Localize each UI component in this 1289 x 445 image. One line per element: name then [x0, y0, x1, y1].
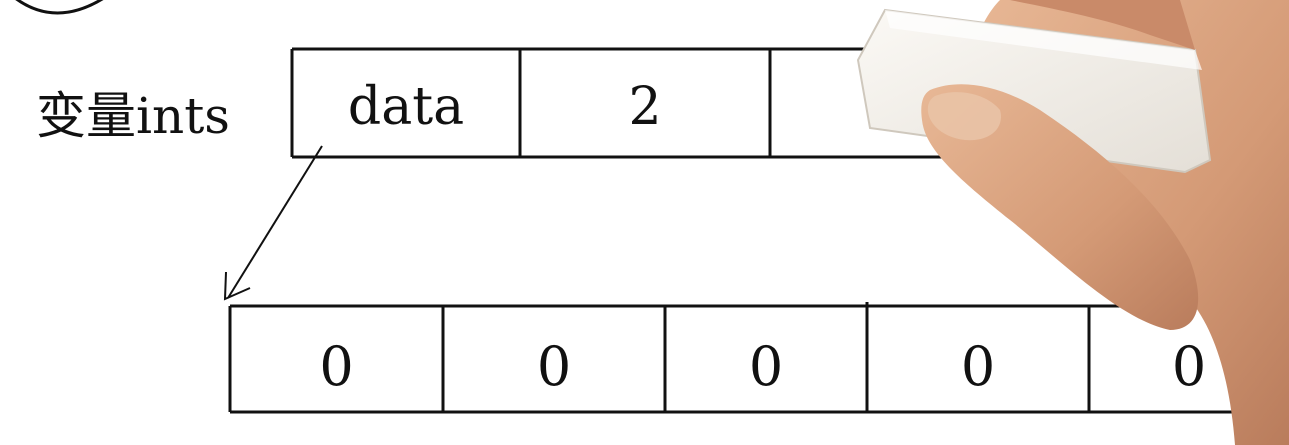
arrow-shaft	[227, 145, 323, 299]
struct-box	[290, 47, 960, 159]
struct-cell-length: 2	[628, 77, 662, 137]
fingers-image	[1010, 0, 1195, 50]
arrow-icon	[223, 145, 323, 301]
circle-fragment	[15, 0, 104, 15]
arrow-head	[223, 271, 251, 301]
array-cell-3: 0	[960, 335, 996, 398]
array-cell-4: 0	[1171, 335, 1207, 398]
array-cell-2: 0	[748, 335, 784, 398]
array-cell-1: 0	[536, 335, 572, 398]
thumbnail-image	[927, 92, 1001, 141]
array-box	[228, 302, 1289, 414]
struct-cell-data: data	[347, 77, 465, 137]
thumb-image	[921, 84, 1199, 330]
array-cell-0: 0	[319, 335, 354, 398]
variable-label: 变量ints	[36, 87, 230, 145]
